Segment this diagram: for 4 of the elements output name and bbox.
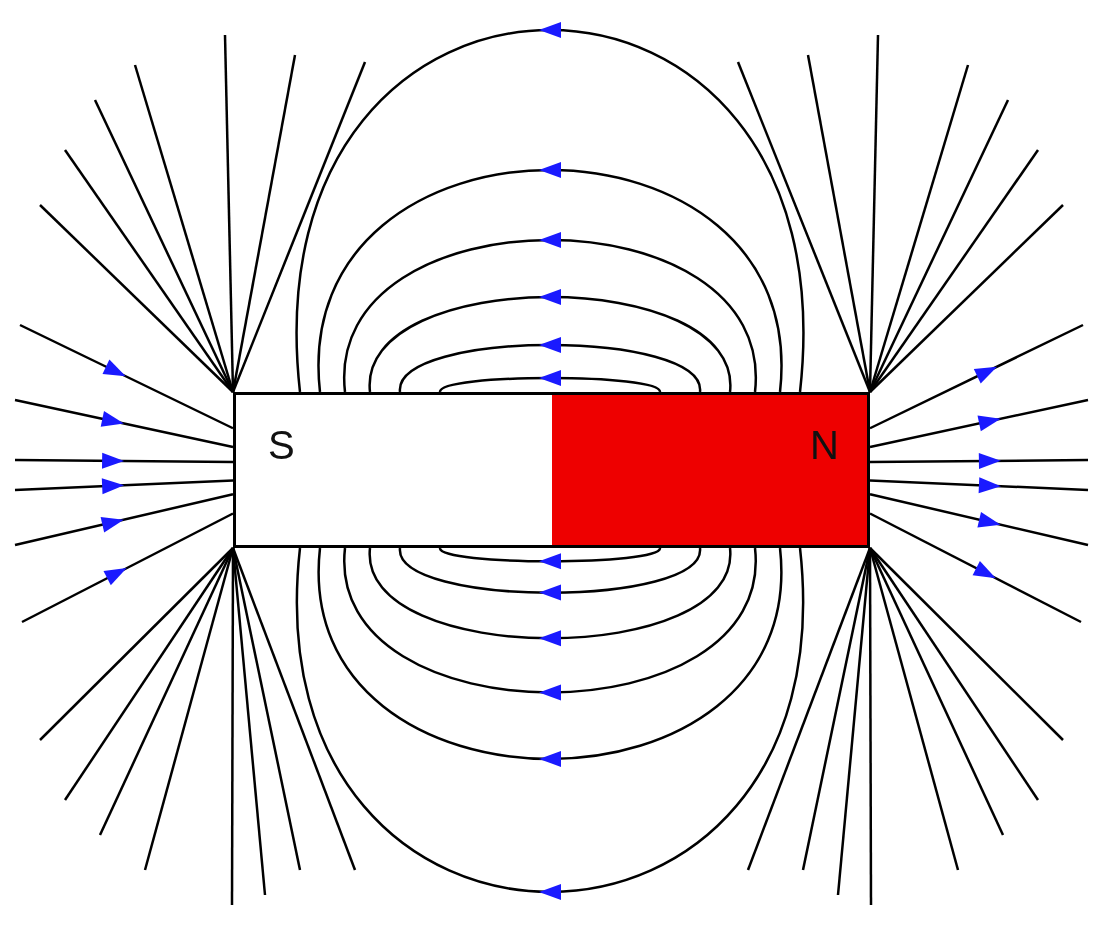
pole-letter: N (810, 423, 839, 468)
north-pole-block (552, 392, 870, 548)
south-pole-block (233, 392, 555, 548)
pole-letter: S (268, 423, 295, 468)
